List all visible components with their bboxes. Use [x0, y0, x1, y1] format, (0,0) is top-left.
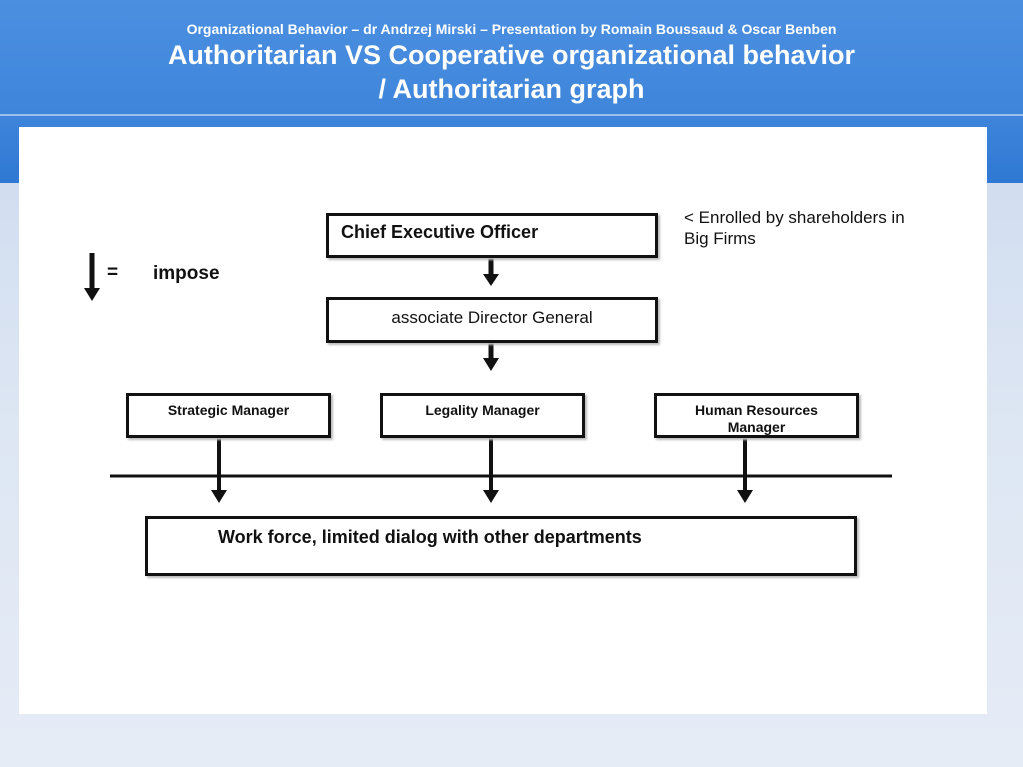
header-divider [0, 114, 1023, 116]
arrow-ceo-to-adg [483, 257, 499, 286]
arrow-legality-to-workforce [483, 437, 499, 503]
legend-impose-label: impose [153, 263, 220, 284]
arrow-hr-to-workforce [737, 437, 753, 503]
legend-equals: = [107, 262, 119, 283]
slide-subtitle: Organizational Behavior – dr Andrzej Mir… [186, 21, 837, 37]
note-line-2: Big Firms [684, 229, 756, 248]
slide-title-line-1: Authoritarian VS Cooperative organizatio… [167, 40, 856, 70]
node-associate-director-general: associate Director General [326, 297, 658, 343]
node-legality-manager: Legality Manager [380, 393, 585, 438]
note-line-1: < Enrolled by shareholders in [684, 208, 905, 227]
arrow-adg-to-managers [483, 342, 499, 371]
node-human-resources-manager: Human Resources Manager [654, 393, 859, 438]
node-strategic-manager: Strategic Manager [126, 393, 331, 438]
note-enrolled: < Enrolled by shareholders in Big Firms [684, 207, 905, 249]
node-work-force: Work force, limited dialog with other de… [145, 516, 857, 576]
legend-arrow-icon [84, 253, 100, 301]
arrow-strategic-to-workforce [211, 437, 227, 503]
node-ceo: Chief Executive Officer [326, 213, 658, 258]
slide-title-line-2: / Authoritarian graph [378, 74, 645, 104]
slide-title: Authoritarian VS Cooperative organizatio… [0, 38, 1023, 106]
